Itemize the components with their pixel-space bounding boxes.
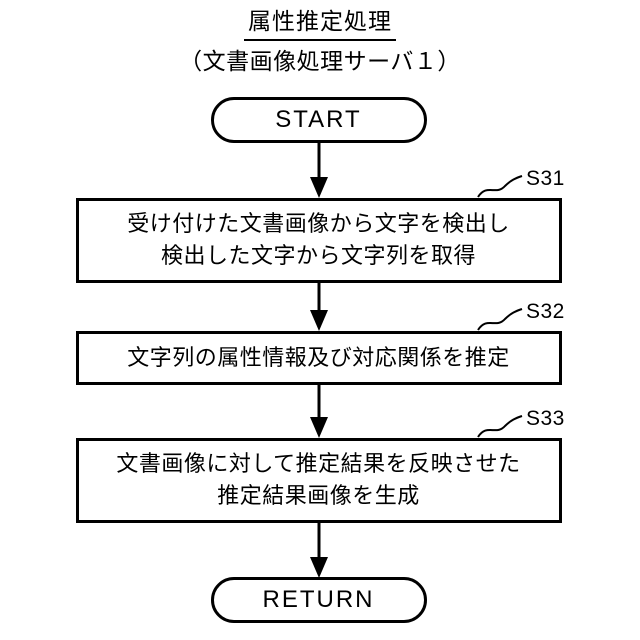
node-return-shape[interactable] bbox=[211, 577, 427, 623]
step-tag-s33: S33 bbox=[526, 407, 565, 430]
leader-line-s33 bbox=[477, 415, 523, 438]
title-area: 属性推定処理 bbox=[0, 6, 640, 41]
page-title: 属性推定処理 bbox=[244, 6, 396, 41]
leader-line-s31 bbox=[477, 175, 523, 198]
node-s31-shape[interactable] bbox=[76, 198, 562, 283]
connector-start-to-s31 bbox=[310, 141, 328, 198]
leader-line-s32 bbox=[477, 308, 523, 331]
connector-s32-to-s33 bbox=[310, 384, 328, 438]
connector-s33-to-return bbox=[310, 522, 328, 578]
node-start-shape[interactable] bbox=[211, 97, 427, 143]
node-s32-shape[interactable] bbox=[76, 331, 562, 385]
step-tag-s32: S32 bbox=[526, 300, 565, 323]
connector-s31-to-s32 bbox=[310, 282, 328, 331]
step-tag-s31: S31 bbox=[526, 167, 565, 190]
node-s33-shape[interactable] bbox=[76, 438, 562, 523]
page-subtitle: （文書画像処理サーバ１） bbox=[179, 48, 461, 74]
